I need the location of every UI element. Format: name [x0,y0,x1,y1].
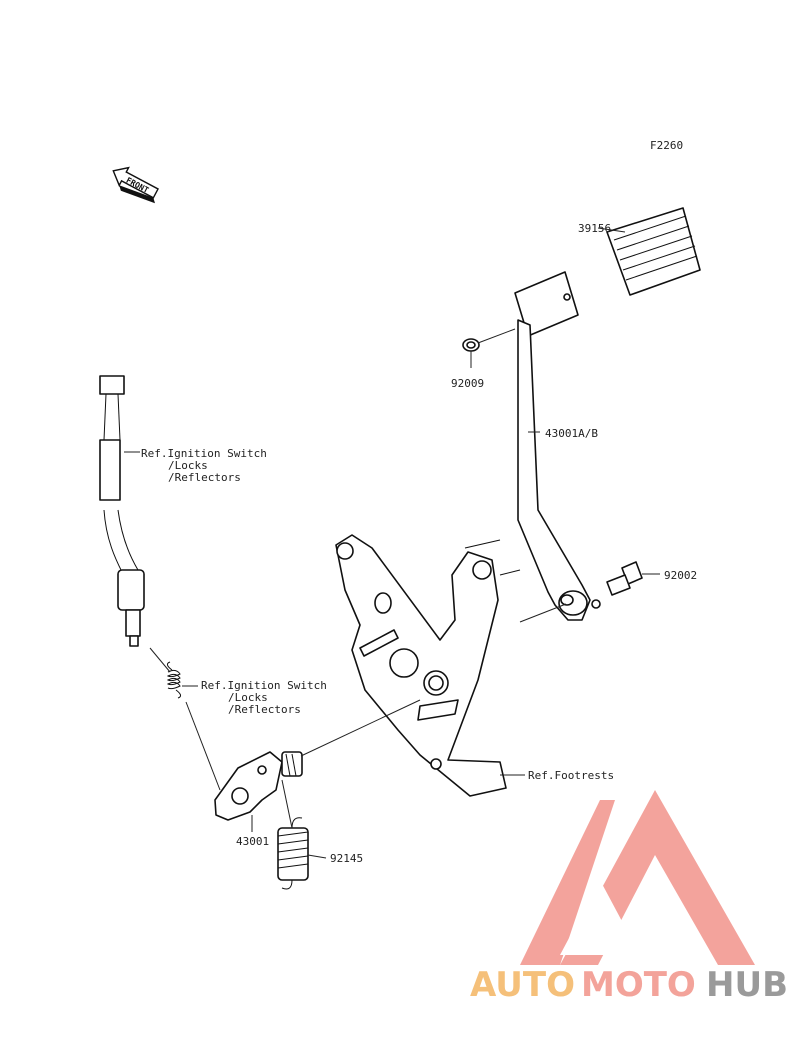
washer-92009 [462,338,480,352]
watermark-auto: AUTO [470,965,575,1005]
label-92002: 92002 [664,569,697,582]
label-spring-ref-line1: Ref.Ignition Switch [201,679,327,692]
bolt-92002 [606,561,643,596]
watermark-moto: MOTO [581,965,696,1005]
leader-lines [124,227,660,859]
watermark-text: AUTO MOTO HUB [470,965,788,1005]
label-spring-ref-line2: /Locks [228,691,268,704]
brake-pedal-arm [517,319,591,621]
label-spring-ref-line3: /Reflectors [228,703,301,716]
watermark-hub: HUB [706,965,788,1005]
label-39156: 39156 [578,222,611,235]
label-92145: 92145 [330,852,363,865]
label-switch-ref-line3: /Reflectors [168,471,241,484]
label-switch-ref-line1: Ref.Ignition Switch [141,447,267,460]
watermark-logo-icon [520,790,755,965]
lever-43001 [214,751,303,821]
label-43001: 43001 [236,835,269,848]
figure-code: F2260 [650,139,683,152]
label-footrests-ref: Ref.Footrests [528,769,614,782]
spring-92145 [277,817,309,890]
label-92009: 92009 [451,377,484,390]
label-switch-ref-line2: /Locks [168,459,208,472]
brake-light-switch [99,375,145,647]
pedal-rubber [606,207,701,296]
front-arrow-icon: FRONT [112,166,159,204]
switch-spring [166,661,182,699]
label-43001ab: 43001A/B [545,427,598,440]
